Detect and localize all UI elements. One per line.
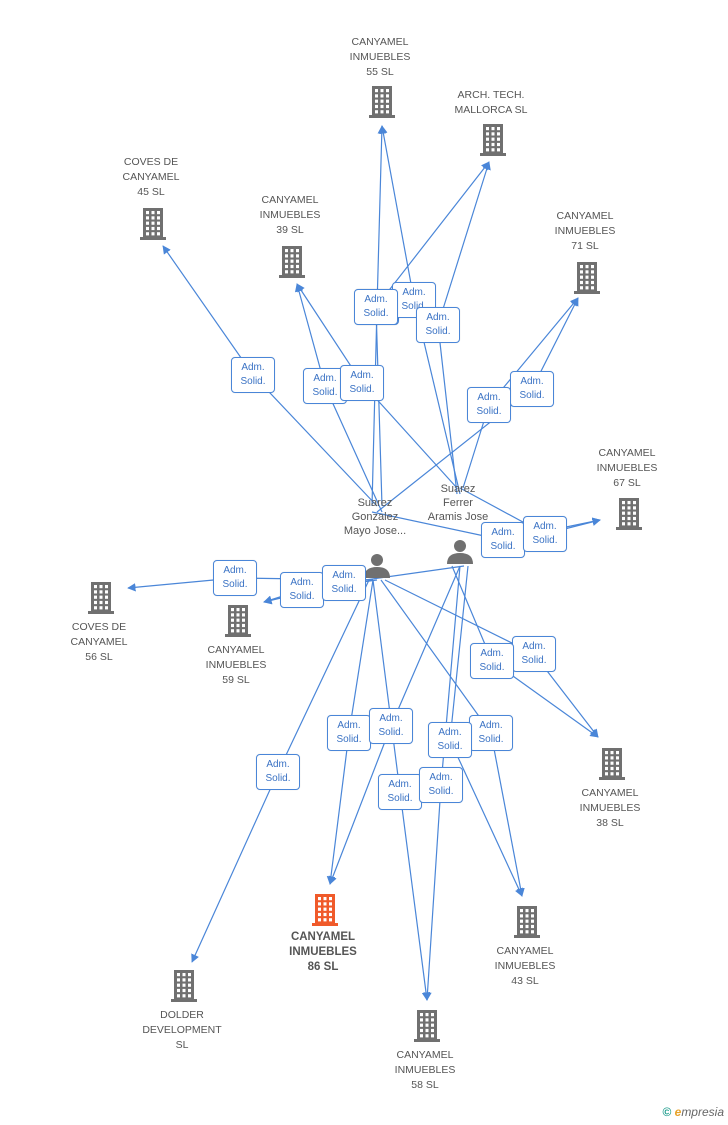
edge-label-adm-solid[interactable]: Adm. Solid.	[512, 636, 556, 672]
company-label-c67[interactable]: CANYAMEL INMUEBLES 67 SL	[596, 447, 658, 489]
company-label-dold[interactable]: DOLDER DEVELOPMENT SL	[142, 1009, 222, 1051]
building-icon[interactable]	[480, 124, 506, 156]
edge-label-adm-solid[interactable]: Adm. Solid.	[354, 289, 398, 325]
building-icon[interactable]	[574, 262, 600, 294]
edge-label-adm-solid[interactable]: Adm. Solid.	[322, 565, 366, 601]
company-label-c39[interactable]: CANYAMEL INMUEBLES 39 SL	[259, 194, 321, 236]
icons-layer	[88, 86, 642, 1042]
company-label-c71[interactable]: CANYAMEL INMUEBLES 71 SL	[554, 210, 616, 252]
building-icon[interactable]	[599, 748, 625, 780]
edge-label-adm-solid[interactable]: Adm. Solid.	[470, 643, 514, 679]
company-label-c58[interactable]: CANYAMEL INMUEBLES 58 SL	[394, 1049, 456, 1091]
edge-label-adm-solid[interactable]: Adm. Solid.	[280, 572, 324, 608]
edge-label-adm-solid[interactable]: Adm. Solid.	[510, 371, 554, 407]
edge-label-adm-solid[interactable]: Adm. Solid.	[419, 767, 463, 803]
person-icon[interactable]	[364, 554, 390, 578]
edge-label-adm-solid[interactable]: Adm. Solid.	[256, 754, 300, 790]
building-icon[interactable]	[369, 86, 395, 118]
edge-label-adm-solid[interactable]: Adm. Solid.	[340, 365, 384, 401]
edge-label-adm-solid[interactable]: Adm. Solid.	[416, 307, 460, 343]
edge-label-adm-solid[interactable]: Adm. Solid.	[213, 560, 257, 596]
edge-label-adm-solid[interactable]: Adm. Solid.	[469, 715, 513, 751]
edge-label-adm-solid[interactable]: Adm. Solid.	[378, 774, 422, 810]
building-icon[interactable]	[279, 246, 305, 278]
brand-logo-text: mpresia	[681, 1105, 724, 1119]
footer-brand[interactable]: © empresia	[662, 1105, 724, 1119]
building-icon[interactable]	[225, 605, 251, 637]
edges-layer	[127, 125, 601, 1001]
company-label-cov45[interactable]: COVES DE CANYAMEL 45 SL	[122, 156, 180, 198]
edge-label-adm-solid[interactable]: Adm. Solid.	[481, 522, 525, 558]
edge-label-adm-solid[interactable]: Adm. Solid.	[327, 715, 371, 751]
building-icon[interactable]	[414, 1010, 440, 1042]
brand-logo-e: e	[674, 1105, 682, 1119]
company-label-c55[interactable]: CANYAMEL INMUEBLES 55 SL	[349, 36, 411, 78]
building-icon[interactable]	[88, 582, 114, 614]
company-label-c59[interactable]: CANYAMEL INMUEBLES 59 SL	[205, 644, 267, 686]
company-label-c86[interactable]: CANYAMEL INMUEBLES 86 SL	[289, 931, 357, 973]
person-label-p2[interactable]: Suarez Ferrer Aramis Jose	[427, 483, 489, 523]
copyright-icon: ©	[662, 1105, 672, 1119]
company-label-c43[interactable]: CANYAMEL INMUEBLES 43 SL	[494, 945, 556, 987]
edge-label-adm-solid[interactable]: Adm. Solid.	[231, 357, 275, 393]
company-label-arch[interactable]: ARCH. TECH. MALLORCA SL	[454, 89, 528, 116]
company-label-cov56[interactable]: COVES DE CANYAMEL 56 SL	[70, 621, 128, 663]
building-icon[interactable]	[171, 970, 197, 1002]
building-icon[interactable]	[312, 894, 338, 926]
building-icon[interactable]	[616, 498, 642, 530]
edge-label-adm-solid[interactable]: Adm. Solid.	[523, 516, 567, 552]
edge-label-adm-solid[interactable]: Adm. Solid.	[428, 722, 472, 758]
building-icon[interactable]	[140, 208, 166, 240]
building-icon[interactable]	[514, 906, 540, 938]
person-icon[interactable]	[447, 540, 473, 564]
edge-label-adm-solid[interactable]: Adm. Solid.	[369, 708, 413, 744]
edge-label-adm-solid[interactable]: Adm. Solid.	[467, 387, 511, 423]
company-label-c38[interactable]: CANYAMEL INMUEBLES 38 SL	[579, 787, 641, 829]
person-label-p1[interactable]: Suarez Gonzalez Mayo Jose...	[343, 497, 407, 537]
edge-label-adm-solid[interactable]: Adm. Solid.	[303, 368, 347, 404]
